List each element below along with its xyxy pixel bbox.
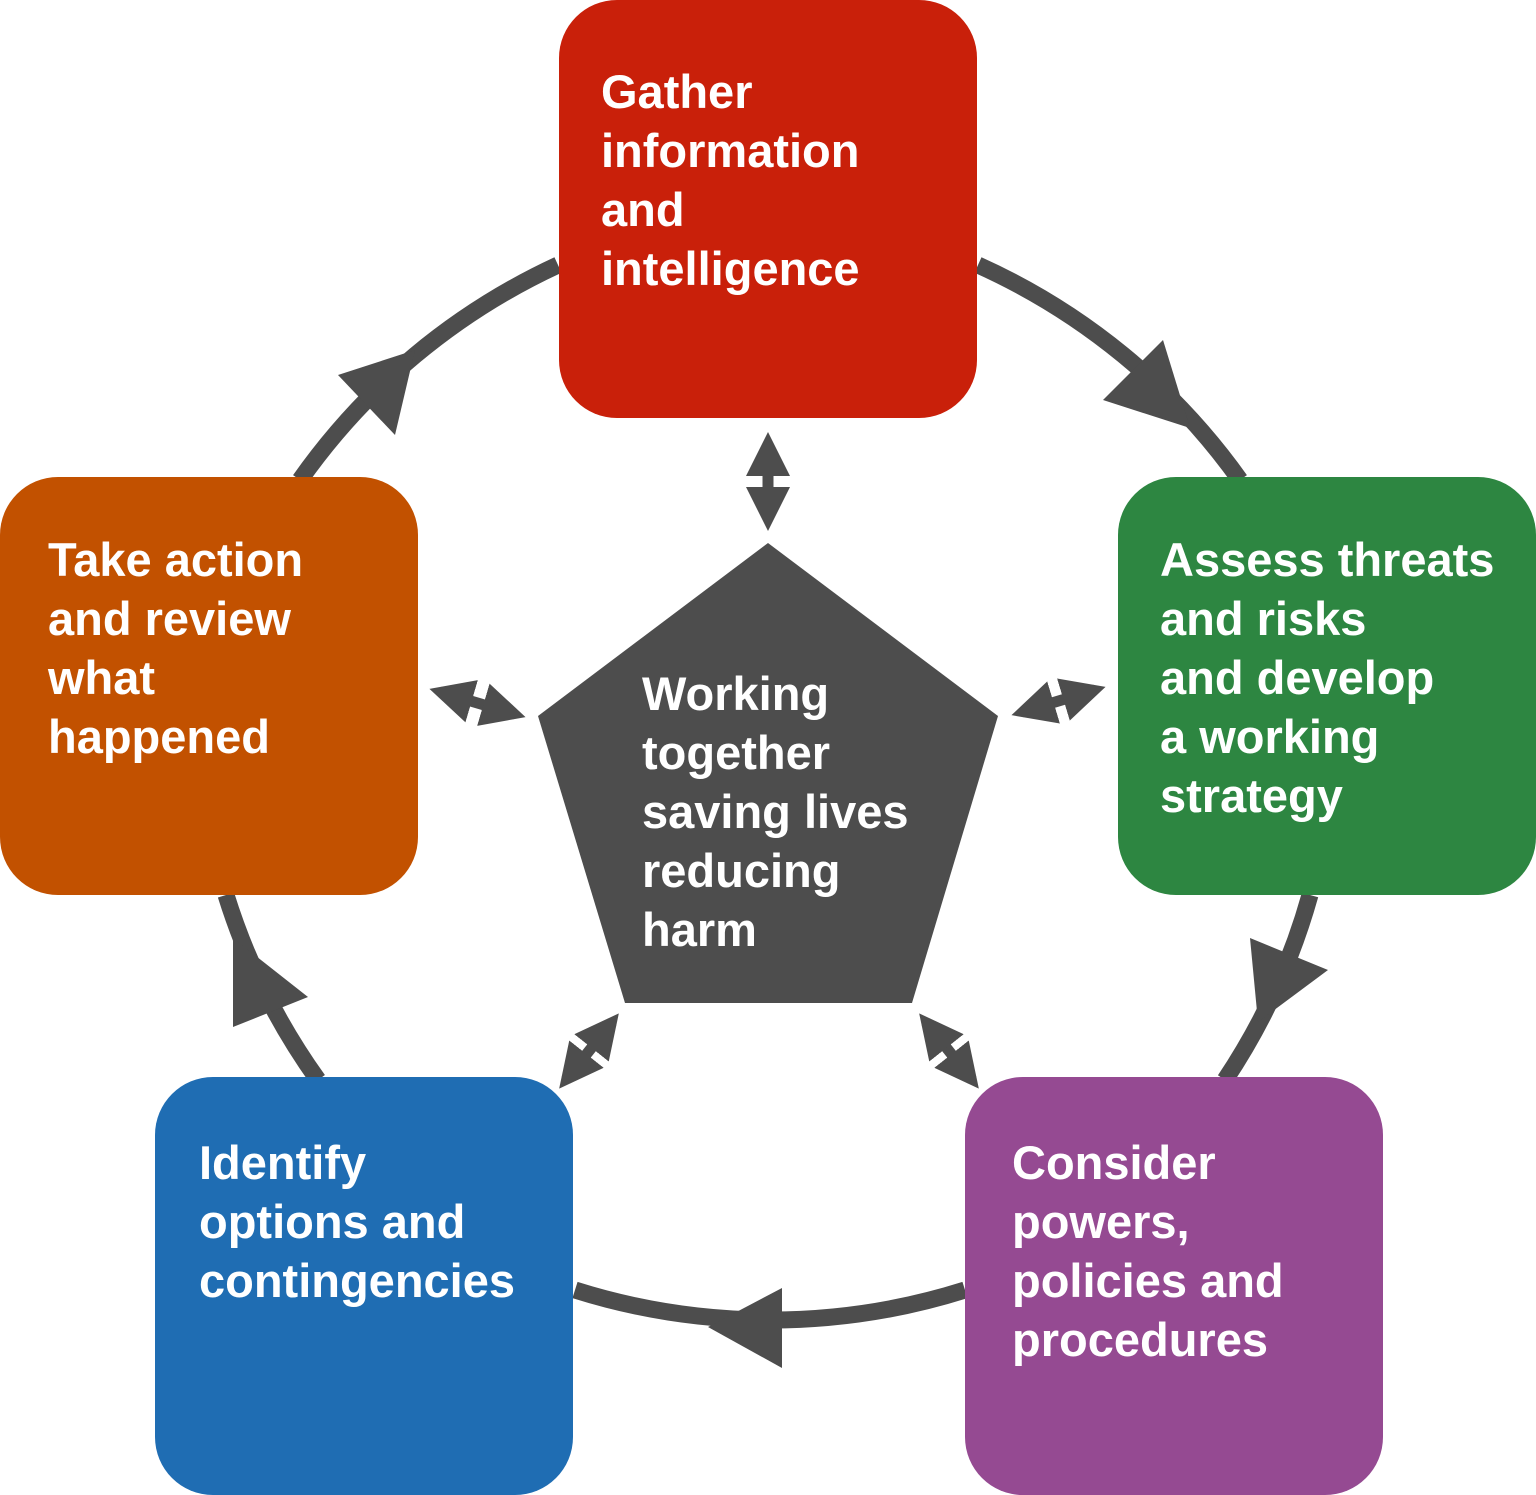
- spoke-arrow-consider: [919, 1013, 979, 1089]
- step-take-action: Take action and review what happened: [0, 477, 418, 895]
- step-assess-label: Assess threats and risks and develop a w…: [1160, 533, 1495, 822]
- cycle-arrowhead-3: [708, 1288, 782, 1368]
- cycle-arrowhead-5: [338, 350, 415, 435]
- center-pentagon: [538, 543, 998, 1003]
- cycle-arc-take-to-gather: [293, 257, 562, 485]
- step-assess-threats: Assess threats and risks and develop a w…: [1118, 477, 1536, 895]
- spoke-arrow-identify: [559, 1013, 619, 1089]
- step-consider-label: Consider powers, policies and procedures: [1012, 1136, 1284, 1366]
- step-gather-information: Gather information and intelligence: [559, 0, 977, 418]
- center-label: Working together saving lives reducing h…: [642, 667, 909, 956]
- step-identify-label: Identify options and contingencies: [199, 1136, 516, 1307]
- spoke-arrow-assess: [1011, 678, 1106, 724]
- step-identify-options: Identify options and contingencies: [155, 1077, 573, 1495]
- cycle-arrowhead-4: [233, 938, 308, 1027]
- spoke-arrow-take: [429, 680, 526, 726]
- cycle-arrowhead-1: [1103, 340, 1190, 428]
- cycle-arc-gather-to-assess: [974, 257, 1247, 485]
- step-gather-label: Gather information and intelligence: [601, 65, 860, 295]
- step-take-label: Take action and review what happened: [48, 533, 304, 763]
- cycle-arrowhead-2: [1250, 938, 1328, 1022]
- step-consider-powers: Consider powers, policies and procedures: [965, 1077, 1383, 1495]
